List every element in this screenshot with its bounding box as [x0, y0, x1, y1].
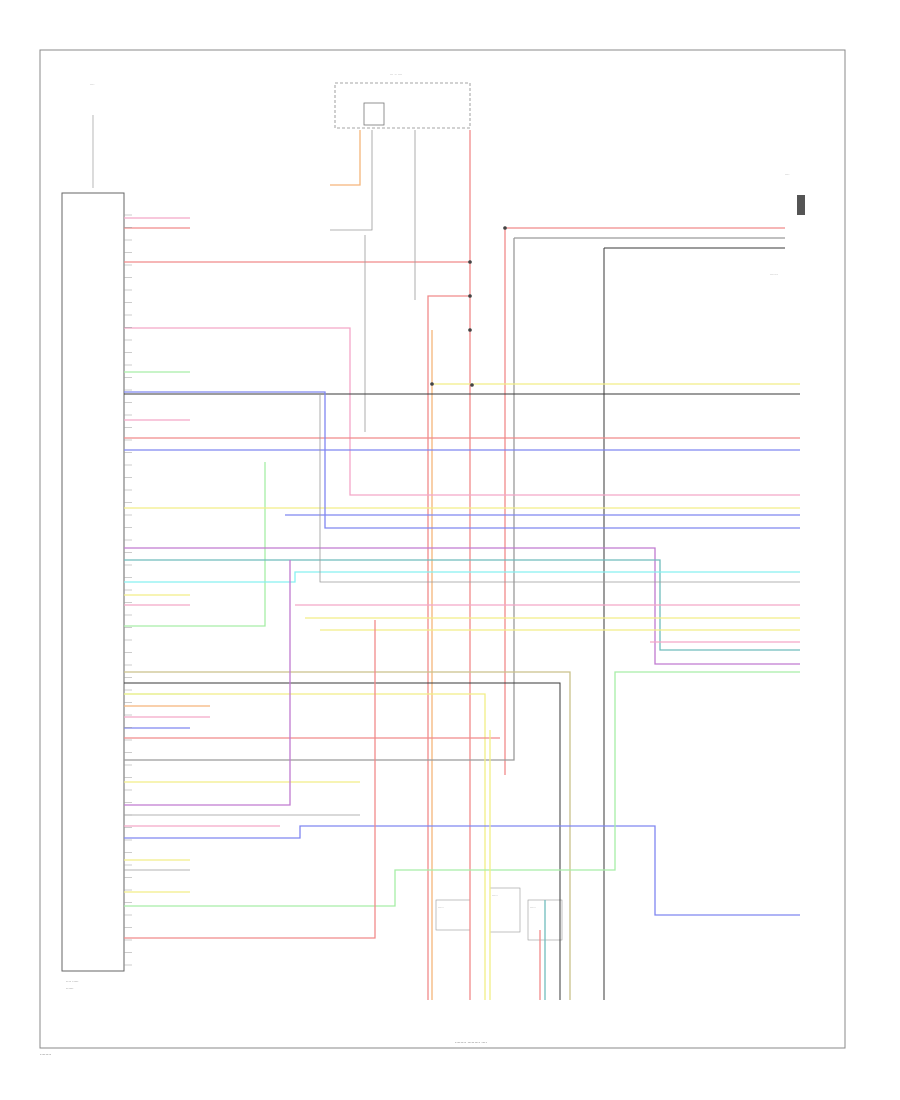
wire-gray-fuse-1	[330, 130, 373, 231]
wire-olive-1	[124, 671, 571, 1000]
wire-group	[124, 130, 800, 1000]
left-module-caption: .... .....	[66, 978, 79, 983]
junction-dot	[468, 328, 472, 332]
pin-group	[124, 214, 132, 966]
wire-green-8	[124, 671, 800, 907]
fuse-relay	[363, 102, 385, 126]
wire-red-fuse-2	[427, 295, 470, 1000]
wire-gray-vert-514	[124, 238, 515, 761]
top-left-label: ....	[90, 81, 94, 86]
wire-pink-1	[124, 327, 800, 496]
wire-orange-fuse	[330, 130, 361, 186]
bottom-connector-b-label: .....	[492, 892, 498, 897]
junction-dot	[503, 226, 507, 230]
wire-blue-3	[124, 391, 800, 529]
wire-cyan-1	[124, 571, 800, 583]
wire-green-vert-265	[124, 462, 266, 627]
junction-group	[430, 226, 507, 387]
wire-blue-6	[124, 825, 800, 916]
wire-yellow-5	[124, 693, 486, 1000]
bottom-caption: ........ ......... ....	[455, 1039, 487, 1045]
junction-dot	[468, 294, 472, 298]
right-block-label: .......	[770, 271, 778, 276]
top-right-connector	[797, 195, 805, 215]
wire-red-8	[124, 620, 376, 939]
junction-dot	[468, 260, 472, 264]
page-footer-left: ........	[40, 1051, 51, 1057]
diagram-frame	[39, 49, 846, 1049]
wire-gray-320	[319, 395, 800, 583]
fuse-box	[334, 82, 471, 129]
left-module-box	[61, 192, 125, 972]
junction-dot	[470, 383, 474, 387]
top-right-label: ....	[785, 171, 789, 176]
bottom-connector-c-label: .....	[530, 904, 536, 909]
wire-dark-2	[124, 682, 561, 1000]
bottom-connector-a-label: .....	[438, 904, 444, 909]
wire-purple-2	[124, 560, 291, 806]
junction-dot	[430, 382, 434, 386]
left-module-caption-2: ......	[66, 985, 74, 990]
fuse-box-title: ... .. ....	[390, 71, 402, 76]
wire-purple-1	[124, 547, 800, 665]
